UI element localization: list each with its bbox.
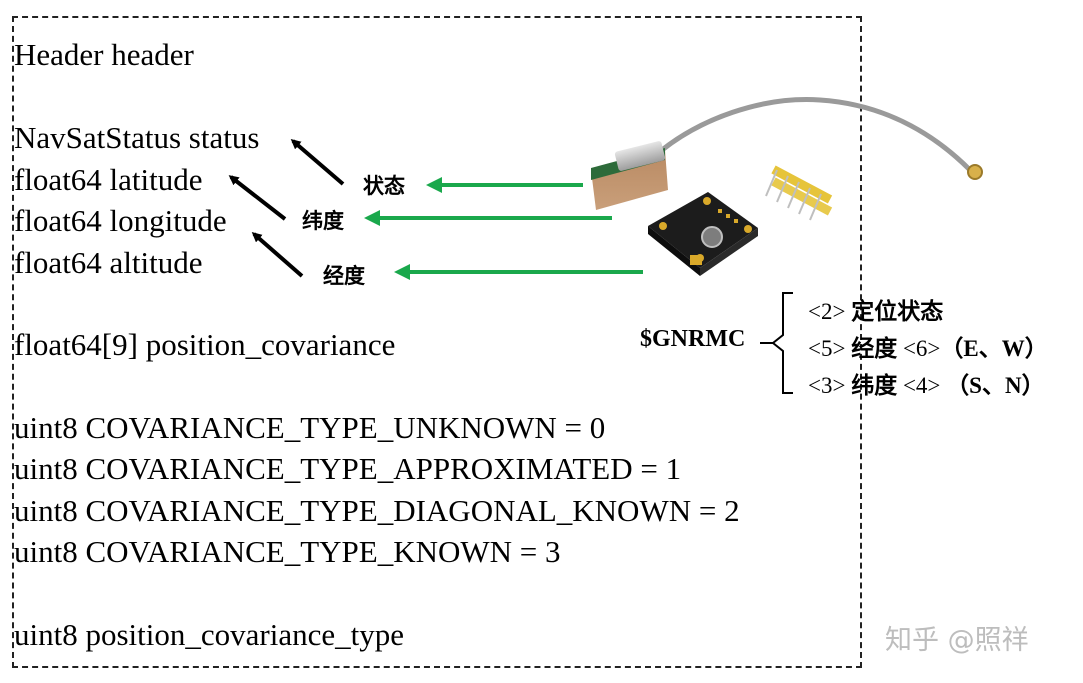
gnrmc-row-3: <3> 纬度 <4> （S、N） <box>808 366 1045 400</box>
gnrmc-label: $GNRMC <box>640 326 746 352</box>
gnrmc-row-2-close: ） <box>1024 336 1048 362</box>
gnrmc-row-2-text: 经度 <box>851 336 898 362</box>
field-cov-known: uint8 COVARIANCE_TYPE_KNOWN = 3 <box>14 534 561 569</box>
field-status: NavSatStatus status <box>14 120 260 155</box>
gnrmc-row-3-open: （ <box>946 373 970 399</box>
gnrmc-row-3-index: <3> <box>808 373 846 398</box>
field-header: Header header <box>14 37 194 72</box>
longitude-cn-label: 经度 <box>323 264 365 288</box>
gnrmc-row-1-index: <2> <box>808 299 846 324</box>
gnrmc-row-2-index2: <6> <box>902 336 941 361</box>
gnrmc-row-3-close: ） <box>1021 373 1045 399</box>
field-latitude: float64 latitude <box>14 162 203 197</box>
gps-module-image <box>591 97 983 276</box>
field-cov-diagonal-known: uint8 COVARIANCE_TYPE_DIAGONAL_KNOWN = 2 <box>14 493 740 528</box>
field-altitude: float64 altitude <box>14 245 203 280</box>
gnrmc-row-3-dir: S、N <box>969 373 1022 398</box>
longitude-arrow <box>251 232 304 278</box>
message-frame <box>12 16 862 668</box>
gnrmc-row-2-index: <5> <box>808 336 846 361</box>
status-cn-label: 状态 <box>363 174 405 198</box>
field-longitude: float64 longitude <box>14 203 227 238</box>
gnrmc-brace <box>771 292 793 394</box>
gnrmc-row-2-dir: E、W <box>963 336 1025 361</box>
gnrmc-row-1: <2> 定位状态 <box>808 292 943 326</box>
watermark: 知乎 @照祥 <box>885 625 1029 656</box>
field-cov-unknown: uint8 COVARIANCE_TYPE_UNKNOWN = 0 <box>14 410 606 445</box>
latitude-arrow <box>228 175 287 221</box>
latitude-cn-label: 纬度 <box>302 209 344 233</box>
gnrmc-row-2: <5> 经度 <6>（E、W） <box>808 329 1048 363</box>
gnrmc-row-2-open: （ <box>940 336 964 362</box>
field-position-covariance: float64[9] position_covariance <box>14 327 396 362</box>
field-position-covariance-type: uint8 position_covariance_type <box>14 617 404 652</box>
field-cov-approximated: uint8 COVARIANCE_TYPE_APPROXIMATED = 1 <box>14 451 682 486</box>
status-arrow <box>290 139 345 186</box>
gnrmc-row-1-text: 定位状态 <box>851 299 944 325</box>
gnrmc-row-3-index2: <4> <box>902 373 941 398</box>
gnrmc-row-3-text: 纬度 <box>851 373 898 399</box>
